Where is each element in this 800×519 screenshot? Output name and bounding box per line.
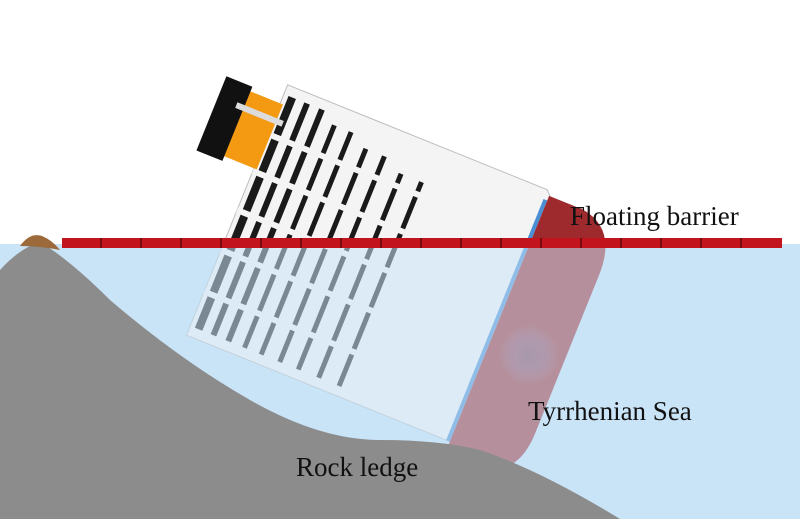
tyrrhenian-sea-label: Tyrrhenian Sea	[528, 396, 692, 426]
rock-peak	[20, 235, 60, 250]
floating-barrier	[62, 238, 782, 248]
rock-ledge	[0, 242, 620, 519]
funnel	[196, 76, 284, 170]
rock-ledge-label: Rock ledge	[296, 452, 419, 482]
floating-barrier-label: Floating barrier	[570, 201, 739, 231]
